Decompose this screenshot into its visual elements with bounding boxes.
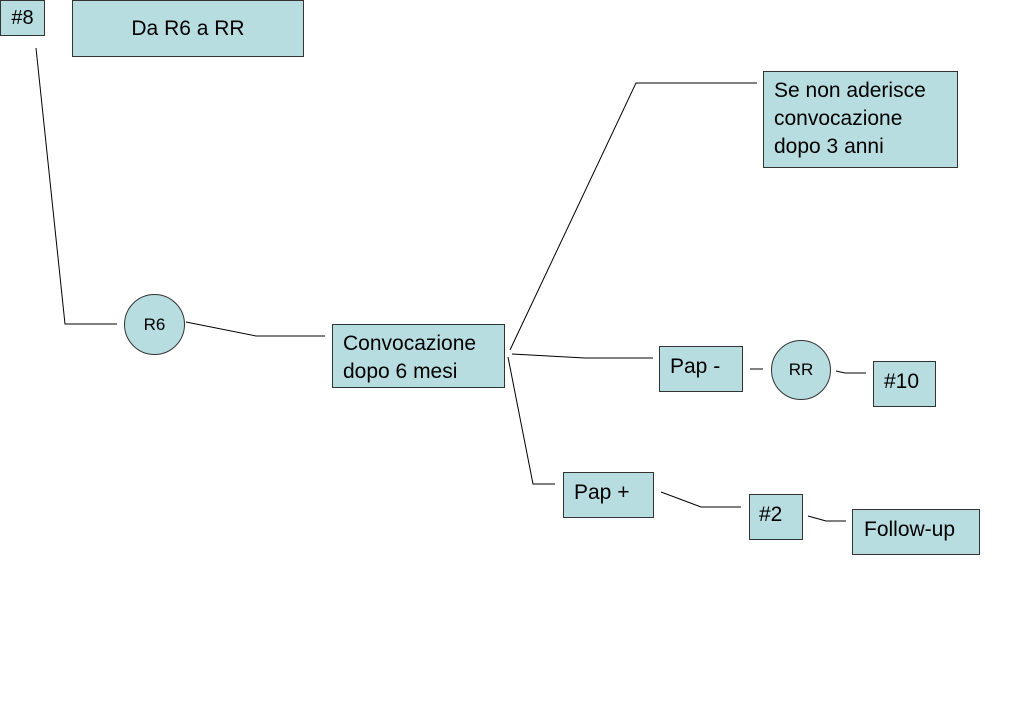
connector-2-to-follow-up [807,515,846,522]
no-adherence-line-2: convocazione [774,107,903,130]
no-adherence-line-3: dopo 3 anni [774,135,884,158]
connector-convocazione-to-pap-positive [507,356,555,485]
reference-2-box: #2 [749,494,803,540]
convocazione-6-mesi-box: Convocazione dopo 6 mesi [332,324,505,388]
reference-2-label: #2 [759,503,783,526]
pap-negative-box: Pap - [659,346,743,392]
r6-node-label: R6 [143,314,166,334]
connector-convocazione-to-no-adherence [509,82,757,351]
title-box: Da R6 a RR [72,0,304,57]
start-reference-box: #8 [0,0,45,36]
connector-convocazione-to-pap-negative [511,353,653,359]
rr-node: RR [771,340,831,400]
follow-up-box: Follow-up [852,509,980,555]
follow-up-label: Follow-up [864,518,956,541]
connector-r6-to-convocazione [185,321,325,337]
title-label: Da R6 a RR [131,17,245,40]
pap-positive-label: Pap + [574,481,630,504]
connector-rr-to-10 [835,370,866,374]
convocazione-6-mesi-line-2: dopo 6 mesi [343,360,458,383]
pap-negative-label: Pap - [670,355,721,378]
connector-8-to-r6 [35,47,117,325]
convocazione-6-mesi-line-1: Convocazione [343,332,477,355]
pap-positive-box: Pap + [563,472,654,518]
rr-node-label: RR [788,360,814,379]
connector-pap-positive-to-2 [660,491,741,508]
r6-node: R6 [124,294,185,355]
no-adherence-line-1: Se non aderisce [774,79,926,102]
no-adherence-box: Se non aderisce convocazione dopo 3 anni [763,71,958,168]
start-reference-label: #8 [11,7,34,29]
reference-10-box: #10 [873,361,936,407]
reference-10-label: #10 [884,370,920,393]
